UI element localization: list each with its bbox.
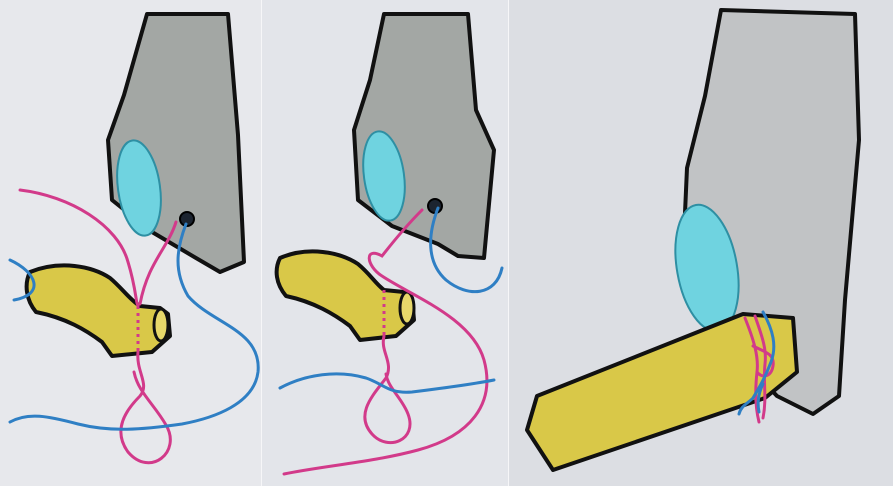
panel-step-3 [509,0,893,486]
pancreatic-duct-opening [400,292,414,324]
panel-step-2 [262,0,509,486]
panel-2-illustration [262,0,509,486]
panel-3-illustration [509,0,893,486]
pancreas-stump [277,251,414,340]
pancreatic-duct-opening [154,309,168,341]
panel-1-illustration [0,0,262,486]
panel-step-1 [0,0,262,486]
duodenal-opening [428,199,442,213]
